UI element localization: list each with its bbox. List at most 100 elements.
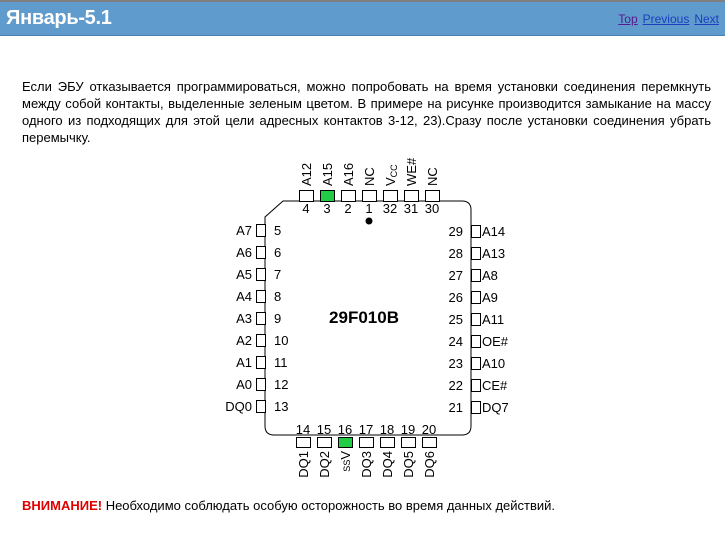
pin-label-text: V bbox=[338, 451, 353, 460]
warning-note: ВНИМАНИЕ! Необходимо соблюдать особую ос… bbox=[22, 498, 555, 513]
instruction-text: Если ЭБУ отказывается программироваться,… bbox=[22, 79, 711, 145]
pin-label: NC bbox=[362, 167, 377, 186]
pin-pad bbox=[471, 313, 481, 326]
pin-label: A4 bbox=[236, 289, 252, 304]
pin-number: 8 bbox=[274, 289, 281, 304]
pin-number: 6 bbox=[274, 245, 281, 260]
pin-number: 12 bbox=[274, 377, 288, 392]
pin-pad bbox=[256, 290, 266, 303]
pin-number: 19 bbox=[401, 422, 415, 437]
nav-links: Top Previous Next bbox=[613, 10, 719, 28]
pin-label-subscript: SS bbox=[342, 460, 352, 472]
pin-label-text: WE# bbox=[404, 157, 419, 186]
pin1-marker-dot bbox=[365, 217, 373, 225]
pin-label-text: A15 bbox=[320, 163, 335, 186]
pin-number: 5 bbox=[274, 223, 281, 238]
pin-label-text: DQ2 bbox=[317, 451, 332, 478]
pin-pad bbox=[296, 437, 311, 448]
pin-label: OE# bbox=[482, 334, 509, 349]
pin-pad bbox=[341, 190, 356, 202]
pin-number: 23 bbox=[449, 356, 463, 371]
pin-number: 13 bbox=[274, 399, 288, 414]
pin-label-text: DQ3 bbox=[359, 451, 374, 478]
pin-pad bbox=[362, 190, 377, 202]
pin-label: A3 bbox=[236, 311, 252, 326]
pin-label: DQ7 bbox=[482, 400, 509, 415]
nav-top-link[interactable]: Top bbox=[618, 11, 638, 26]
pin-pad bbox=[471, 401, 481, 414]
pin-number: 2 bbox=[344, 201, 351, 216]
pin-pad bbox=[320, 190, 335, 202]
pin-pad bbox=[256, 334, 266, 347]
pin-pad bbox=[404, 190, 419, 202]
pin-label: A13 bbox=[482, 246, 505, 261]
pin-number: 14 bbox=[296, 422, 310, 437]
pin-label: WE# bbox=[404, 157, 419, 186]
pin-number: 28 bbox=[449, 246, 463, 261]
pin-label: DQ6 bbox=[422, 451, 437, 478]
pin-label: DQ4 bbox=[380, 451, 395, 478]
pin-number: 4 bbox=[302, 201, 309, 216]
pin-pad bbox=[256, 246, 266, 259]
warning-text: Необходимо соблюдать особую осторожность… bbox=[102, 498, 556, 513]
pin-number: 18 bbox=[380, 422, 394, 437]
pin-label: A2 bbox=[236, 333, 252, 348]
pin-label: A11 bbox=[482, 312, 504, 327]
nav-previous-link[interactable]: Previous bbox=[642, 11, 690, 26]
pin-label-text: NC bbox=[425, 167, 440, 186]
pin-pad bbox=[338, 437, 353, 448]
pin-number: 25 bbox=[449, 312, 463, 327]
chip-body bbox=[264, 200, 472, 436]
pin-label-text: DQ1 bbox=[296, 451, 311, 478]
pin-number: 31 bbox=[404, 201, 418, 216]
pin-pad bbox=[256, 400, 266, 413]
pin-pad bbox=[380, 437, 395, 448]
pin-pad bbox=[471, 291, 481, 304]
pin-label: A15 bbox=[320, 163, 335, 186]
chip-name: 29F010B bbox=[329, 308, 399, 327]
pin-pad bbox=[471, 335, 481, 348]
pin-label: A12 bbox=[299, 163, 314, 186]
pin-number: 10 bbox=[274, 333, 288, 348]
pin-label-text: NC bbox=[362, 167, 377, 186]
pin-number: 20 bbox=[422, 422, 436, 437]
nav-next-link[interactable]: Next bbox=[694, 11, 719, 26]
pin-label-text: DQ5 bbox=[401, 451, 416, 478]
pin-number: 24 bbox=[449, 334, 463, 349]
pin-label-text: DQ4 bbox=[380, 451, 395, 478]
pin-pad bbox=[317, 437, 332, 448]
pin-label-text: DQ6 bbox=[422, 451, 437, 478]
pin-label: DQ1 bbox=[296, 451, 311, 478]
pin-number: 27 bbox=[449, 268, 463, 283]
pin-label: NC bbox=[425, 167, 440, 186]
pin-pad bbox=[471, 225, 481, 238]
page-title: Январь-5.1 bbox=[6, 7, 112, 29]
pin-pad bbox=[256, 356, 266, 369]
pin-pad bbox=[256, 312, 266, 325]
pin-label: A0 bbox=[236, 377, 252, 392]
pin-number: 1 bbox=[365, 201, 372, 216]
pin-label: SSV bbox=[338, 451, 353, 472]
pin-label: A6 bbox=[236, 245, 252, 260]
pin-pad bbox=[256, 224, 266, 237]
pin-label-text: A16 bbox=[341, 163, 356, 186]
pin-label-text: A12 bbox=[299, 163, 314, 186]
pin-label: A7 bbox=[236, 223, 252, 238]
pin-label: A9 bbox=[482, 290, 498, 305]
pin-number: 26 bbox=[449, 290, 463, 305]
pin-pad bbox=[471, 379, 481, 392]
pin-number: 9 bbox=[274, 311, 281, 326]
pin-label: DQ3 bbox=[359, 451, 374, 478]
pin-pad bbox=[256, 378, 266, 391]
pin-number: 17 bbox=[359, 422, 373, 437]
pin-pad bbox=[425, 190, 440, 202]
pin-label: A1 bbox=[236, 355, 252, 370]
pin-label: DQ5 bbox=[401, 451, 416, 478]
pin-number: 30 bbox=[425, 201, 439, 216]
pin-number: 29 bbox=[449, 224, 463, 239]
pin-number: 7 bbox=[274, 267, 281, 282]
pin-number: 3 bbox=[323, 201, 330, 216]
pin-label: DQ0 bbox=[225, 399, 252, 414]
pin-number: 16 bbox=[338, 422, 352, 437]
